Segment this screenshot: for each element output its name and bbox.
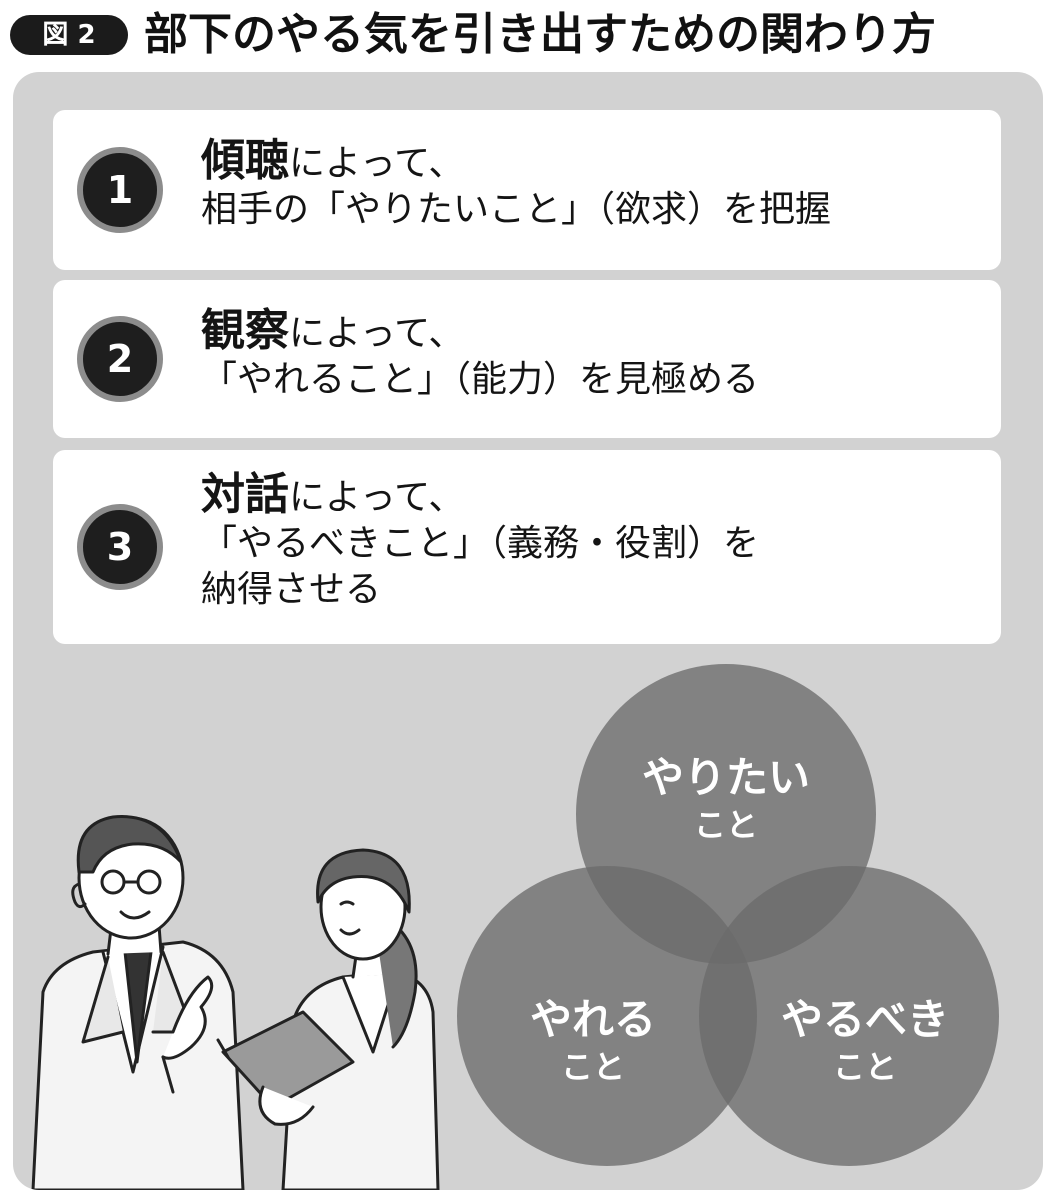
venn-label-yarubeki: やるべき: [781, 995, 949, 1044]
diagram-panel: 1 傾聴によって、 相手の「やりたいこと」（欲求）を把握 2 観察によって、 「…: [13, 72, 1043, 1190]
venn-sub-yaritai: こと: [694, 806, 758, 844]
step-line-3a: 「やるべきこと」（義務・役割）を: [201, 523, 760, 564]
venn-circles: [457, 664, 999, 1166]
figure-title: 部下のやる気を引き出すための関わり方: [144, 9, 936, 60]
step-text-1: 傾聴によって、 相手の「やりたいこと」（欲求）を把握: [201, 138, 831, 233]
step-line-2a: 「やれること」（能力）を見極める: [201, 359, 760, 400]
step-text-2: 観察によって、 「やれること」（能力）を見極める: [201, 308, 759, 403]
step-card-1: 1 傾聴によって、 相手の「やりたいこと」（欲求）を把握: [53, 110, 1001, 270]
figure-number-badge: 図 2: [10, 15, 128, 55]
step-connector-1: によって、: [289, 143, 465, 184]
venn-sub-yareru: こと: [561, 1048, 625, 1086]
step-connector-3: によって、: [289, 477, 465, 518]
step-number-3: 3: [77, 504, 163, 590]
venn-label-yareru: やれる: [530, 995, 656, 1044]
man-figure: [31, 815, 245, 1190]
venn-circle-yareru: [457, 866, 757, 1166]
step-number-2: 2: [77, 316, 163, 402]
step-card-3: 3 対話によって、 「やるべきこと」（義務・役割）を 納得させる: [53, 450, 1001, 644]
venn-circle-yarubeki: [699, 866, 999, 1166]
step-text-3: 対話によって、 「やるべきこと」（義務・役割）を 納得させる: [201, 472, 759, 613]
step-card-2: 2 観察によって、 「やれること」（能力）を見極める: [53, 280, 1001, 438]
venn-sub-yarubeki: こと: [833, 1048, 897, 1086]
woman-figure: [216, 848, 440, 1190]
step-keyword-2: 観察: [201, 305, 289, 356]
step-number-1: 1: [77, 147, 163, 233]
step-line-1a: 相手の「やりたいこと」（欲求）を把握: [201, 189, 832, 230]
venn-label-yaritai: やりたい: [642, 753, 810, 802]
step-keyword-3: 対話: [201, 469, 289, 520]
figure-header: 図 2 部下のやる気を引き出すための関わり方: [10, 6, 1040, 62]
step-keyword-1: 傾聴: [201, 135, 289, 186]
people-illustration: [31, 815, 440, 1190]
step-connector-2: によって、: [289, 313, 465, 354]
step-line-3b: 納得させる: [201, 569, 382, 610]
venn-diagram: やりたい こと やれる こと やるべき こと: [457, 664, 999, 1166]
